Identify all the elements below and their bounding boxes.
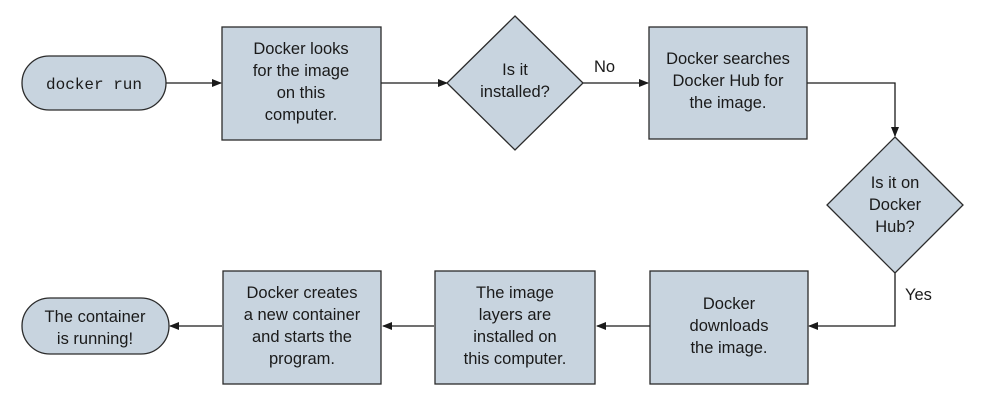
node-searches-line: Docker Hub for <box>673 72 784 90</box>
edge-label-yes: Yes <box>905 286 932 304</box>
node-on-hub-line: Docker <box>869 196 922 214</box>
edges <box>166 79 899 330</box>
node-end-line: The container <box>45 308 146 326</box>
node-end: The container is running! <box>21 297 170 355</box>
node-on-hub: Is it on Docker Hub? <box>826 136 964 274</box>
node-downloads-line: downloads <box>690 317 769 335</box>
node-creates-line: Docker creates <box>247 284 358 302</box>
node-downloads-line: Docker <box>703 295 756 313</box>
node-creates-line: program. <box>269 350 335 368</box>
node-start-label: docker run <box>46 76 142 94</box>
node-searches: Docker searches Docker Hub for the image… <box>648 26 808 140</box>
node-searches-line: the image. <box>689 94 766 112</box>
node-creates-line: a new container <box>244 306 361 324</box>
node-installed-line: installed? <box>480 83 550 101</box>
node-layers-line: this computer. <box>464 350 567 368</box>
node-creates-line: and starts the <box>252 328 352 346</box>
node-installed: Is it installed? <box>446 15 584 151</box>
node-downloads-line: the image. <box>690 339 767 357</box>
node-downloads: Docker downloads the image. <box>649 270 809 385</box>
node-looks-line: on this <box>277 84 326 102</box>
node-layers-line: The image <box>476 284 554 302</box>
node-looks-line: computer. <box>265 106 337 124</box>
node-start: docker run <box>21 55 167 111</box>
node-creates: Docker creates a new container and start… <box>222 270 382 385</box>
node-on-hub-line: Is it on <box>871 174 920 192</box>
node-layers-line: layers are <box>479 306 551 324</box>
node-looks-line: Docker looks <box>253 40 348 58</box>
node-end-line: is running! <box>57 330 133 348</box>
edge-label-no: No <box>594 58 615 76</box>
node-looks: Docker looks for the image on this compu… <box>221 26 382 141</box>
node-installed-line: Is it <box>502 61 528 79</box>
node-looks-line: for the image <box>253 62 349 80</box>
node-layers: The image layers are installed on this c… <box>434 270 596 385</box>
node-on-hub-line: Hub? <box>875 218 914 236</box>
node-layers-line: installed on <box>473 328 556 346</box>
edge-onhub-to-downloads <box>808 272 896 330</box>
edge-searches-to-onhub <box>807 82 899 137</box>
node-searches-line: Docker searches <box>666 50 790 68</box>
